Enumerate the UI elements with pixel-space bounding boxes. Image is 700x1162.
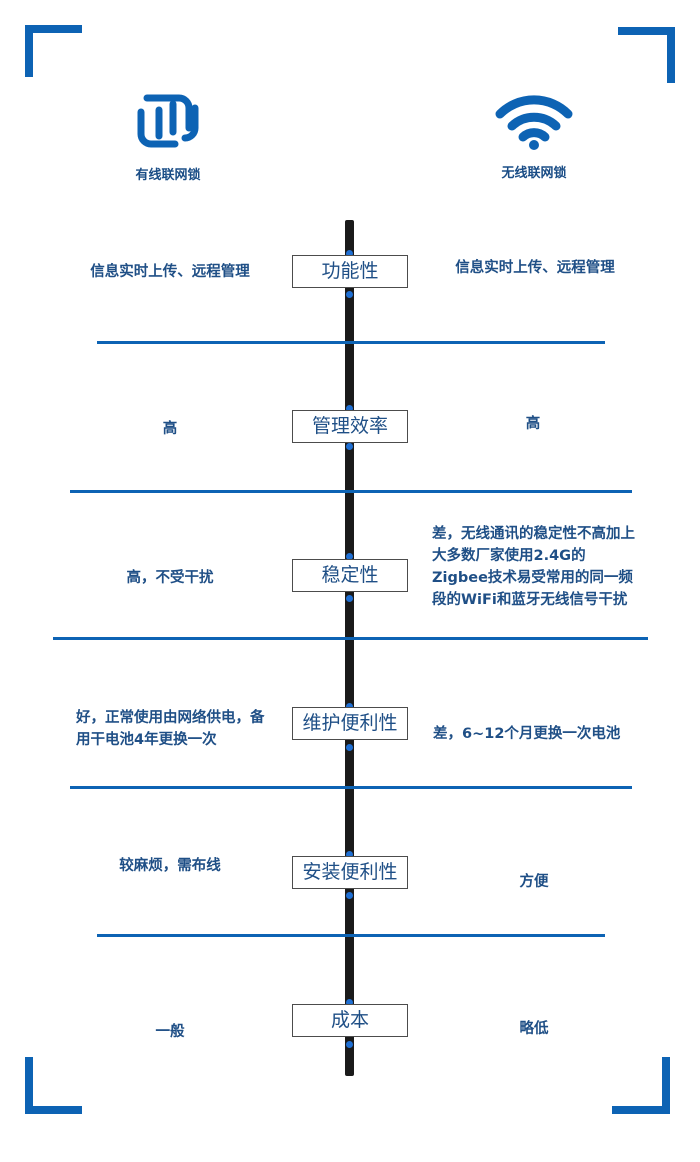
row-divider bbox=[53, 637, 648, 640]
wireless-function-value: 信息实时上传、远程管理 bbox=[455, 260, 615, 276]
axis-node bbox=[346, 291, 353, 298]
category-installation: 安装便利性 bbox=[292, 856, 408, 889]
axis-node bbox=[346, 553, 353, 560]
wireless-stability-value: 差，无线通讯的稳定性不高加上大多数厂家使用2.4G的Zigbee技术易受常用的同… bbox=[432, 526, 635, 608]
wired-network-icon bbox=[137, 94, 199, 148]
category-function: 功能性 bbox=[292, 255, 408, 288]
row-divider bbox=[97, 934, 605, 937]
wired-stability-value: 高，不受干扰 bbox=[126, 570, 214, 586]
axis-node bbox=[346, 851, 353, 858]
axis-node bbox=[346, 405, 353, 412]
comparison-axis bbox=[345, 220, 354, 1076]
category-management-efficiency: 管理效率 bbox=[292, 410, 408, 443]
category-stability: 稳定性 bbox=[292, 559, 408, 592]
category-cost: 成本 bbox=[292, 1004, 408, 1037]
wired-maintenance-value: 好，正常使用由网络供电，备用干电池4年更换一次 bbox=[76, 710, 265, 748]
wireless-column-header: 无线联网锁 bbox=[434, 90, 634, 181]
axis-node bbox=[346, 892, 353, 899]
wireless-efficiency-value: 高 bbox=[525, 416, 541, 432]
wireless-maintenance-value: 差，6~12个月更换一次电池 bbox=[433, 726, 621, 742]
wired-efficiency-value: 高 bbox=[162, 421, 178, 437]
wired-column-header: 有线联网锁 bbox=[68, 88, 268, 183]
wired-function-value: 信息实时上传、远程管理 bbox=[90, 264, 250, 280]
axis-node bbox=[346, 1041, 353, 1048]
axis-node bbox=[346, 443, 353, 450]
row-divider bbox=[97, 341, 605, 344]
wireless-installation-value: 方便 bbox=[519, 874, 549, 890]
wireless-column-label: 无线联网锁 bbox=[501, 166, 567, 181]
category-maintenance: 维护便利性 bbox=[292, 707, 408, 740]
wireless-cost-value: 略低 bbox=[519, 1021, 549, 1037]
axis-node bbox=[346, 999, 353, 1006]
axis-node bbox=[346, 595, 353, 602]
row-divider bbox=[70, 490, 632, 493]
axis-node bbox=[346, 703, 353, 710]
axis-node bbox=[346, 250, 353, 257]
wifi-icon bbox=[495, 95, 573, 150]
wired-cost-value: 一般 bbox=[155, 1024, 185, 1040]
axis-node bbox=[346, 744, 353, 751]
wired-column-label: 有线联网锁 bbox=[135, 168, 201, 183]
row-divider bbox=[70, 786, 632, 789]
wired-installation-value: 较麻烦，需布线 bbox=[119, 858, 221, 874]
